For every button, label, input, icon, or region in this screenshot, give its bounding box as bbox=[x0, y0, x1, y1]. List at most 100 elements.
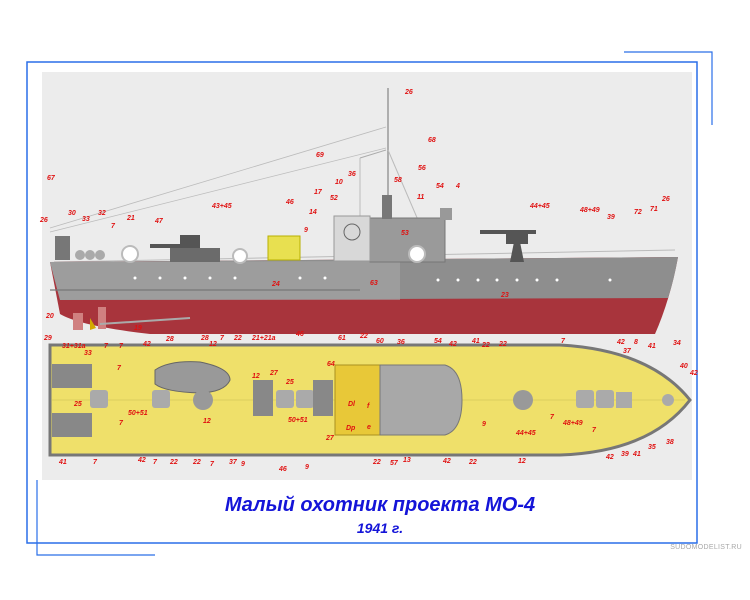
side-view-callout-label: 72 bbox=[634, 209, 642, 216]
side-view-callout-label: 63 bbox=[370, 280, 378, 287]
side-view-callout-label: 30 bbox=[68, 210, 76, 217]
plan-view-callout-label: 22 bbox=[169, 459, 178, 466]
plan-view-callout-label: 7 bbox=[210, 461, 215, 468]
side-view-callout-label: 32 bbox=[98, 210, 106, 217]
stern-rack bbox=[52, 364, 92, 388]
plan-view-callout-label: 13 bbox=[403, 457, 411, 464]
plan-view-callout-label: 46 bbox=[295, 331, 304, 338]
plan-view-callout-label: 25 bbox=[285, 379, 294, 386]
side-view-callout-label: 7 bbox=[111, 223, 116, 230]
plan-view-callout-label: 28 bbox=[200, 335, 209, 342]
side-view-callout-label: 19 bbox=[134, 325, 142, 332]
side-view-callout-label: 54 bbox=[436, 183, 444, 190]
side-view-callout-label: 71 bbox=[650, 206, 658, 213]
plan-view-callout-label: 22 bbox=[468, 459, 477, 466]
plan-view-callout-label: 12 bbox=[209, 341, 217, 348]
side-view-callout-label: 23 bbox=[500, 292, 509, 299]
plan-view-callout-label: 7 bbox=[104, 343, 109, 350]
plan-view-callout-label: 44+45 bbox=[515, 430, 536, 437]
side-view-callout-label: 33 bbox=[82, 216, 90, 223]
bridge bbox=[379, 364, 463, 436]
side-view-callout-label: 43+45 bbox=[211, 203, 232, 210]
plan-view-callout-label: 42 bbox=[137, 457, 146, 464]
side-view-callout-label: 24 bbox=[271, 281, 280, 288]
plan-view-callout-label: 60 bbox=[376, 338, 384, 345]
side-view-callout-label: 53 bbox=[401, 230, 409, 237]
side-view-callout-label: 4 bbox=[455, 183, 460, 190]
plan-view-callout-label: 50+51 bbox=[128, 410, 148, 417]
boat bbox=[154, 361, 231, 394]
plan-view-callout-label: 42 bbox=[689, 370, 698, 377]
plan-view-callout-label: 37 bbox=[623, 348, 632, 355]
plan-view-callout-label: 57 bbox=[390, 460, 399, 467]
plan-view-callout-label: 27 bbox=[325, 435, 335, 442]
plan-view-callout-label: 42 bbox=[616, 339, 625, 346]
side-view-callout-label: 47 bbox=[154, 218, 164, 225]
plan-view-callout-label: 42 bbox=[442, 458, 451, 465]
side-view-callout-label: 17 bbox=[314, 189, 323, 196]
plan-view-callout-label: 9 bbox=[482, 421, 486, 428]
side-view-callout-label: 11 bbox=[417, 194, 424, 201]
plan-view-callout-label: 22 bbox=[481, 342, 490, 349]
plan-view-callout-label: 33 bbox=[84, 350, 92, 357]
plan-view-callout-label: 27 bbox=[269, 370, 279, 377]
plan-view-callout-label: 7 bbox=[119, 343, 124, 350]
plan-view-callout-label: 42 bbox=[605, 454, 614, 461]
plan-view-callout-label: 22 bbox=[372, 459, 381, 466]
plan-view-callout-label: 25 bbox=[73, 401, 82, 408]
plan-view-callout-label: 9 bbox=[305, 464, 309, 471]
side-view-callout-label: 68 bbox=[428, 137, 436, 144]
plan-view-callout-label: 41 bbox=[647, 343, 656, 350]
side-view-callout-label: 69 bbox=[316, 152, 324, 159]
plan-view-callout-label: 37 bbox=[229, 459, 238, 466]
plan-view-callout-label: 41 bbox=[471, 338, 480, 345]
plan-view-callout-label: 22 bbox=[498, 341, 507, 348]
plan-view-callout-label: 64 bbox=[327, 361, 335, 368]
plan-view-callout-label: 34 bbox=[673, 340, 681, 347]
side-view-callout-label: 56 bbox=[418, 165, 426, 172]
plan-view-callout-label: 22 bbox=[359, 333, 368, 340]
page-title: Малый охотник проекта МО-4 bbox=[224, 494, 536, 516]
plan-view-callout-label: f bbox=[367, 403, 370, 410]
side-view-callout-label: 14 bbox=[309, 209, 317, 216]
plan-view-callout-label: 7 bbox=[117, 365, 122, 372]
plan-view-callout-label: 46 bbox=[278, 466, 287, 473]
side-view-callout-label: 48+49 bbox=[579, 207, 600, 214]
plan-view-callout-label: 12 bbox=[518, 458, 526, 465]
side-view-callout-label: 39 bbox=[607, 214, 615, 221]
side-view-callout-label: 10 bbox=[335, 179, 343, 186]
side-view-callout-label: 58 bbox=[394, 177, 402, 184]
plan-view-callout-label: 41 bbox=[58, 459, 67, 466]
plan-view-callout-label: 9 bbox=[241, 461, 245, 468]
plan-view-callout-label: 7 bbox=[592, 427, 597, 434]
plan-view-callout-label: 7 bbox=[153, 459, 158, 466]
plan-view-callout-label: 12 bbox=[252, 373, 260, 380]
side-view-callout-label: 36 bbox=[348, 171, 356, 178]
plan-view-callout-label: 38 bbox=[666, 439, 674, 446]
side-view-callout-label: 26 bbox=[39, 217, 48, 224]
plan-view-callout-label: 42 bbox=[448, 341, 457, 348]
frame bbox=[26, 51, 713, 556]
wheelhouse bbox=[369, 217, 446, 263]
plan-view-callout-label: 22 bbox=[192, 459, 201, 466]
plan-view-callout-label: 29 bbox=[43, 335, 52, 342]
plan-view-callout-label: 41 bbox=[632, 451, 641, 458]
side-view-callout-label: 20 bbox=[45, 313, 54, 320]
plan-view-callout-label: 40 bbox=[679, 363, 688, 370]
plan-view-callout-label: e bbox=[367, 424, 371, 431]
plan-view-callout-label: 61 bbox=[338, 335, 346, 342]
plan-view-callout-label: 12 bbox=[203, 418, 211, 425]
plan-view-callout-label: 36 bbox=[397, 339, 405, 346]
side-view-callout-label: 52 bbox=[330, 195, 338, 202]
plan-view-callout-label: 31+31a bbox=[62, 343, 86, 350]
side-view-callout-label: 26 bbox=[661, 196, 670, 203]
side-view bbox=[49, 88, 678, 334]
plan-view-callout-label: 22 bbox=[233, 335, 242, 342]
plan-view-callout-label: 7 bbox=[93, 459, 98, 466]
plan-view bbox=[48, 343, 692, 457]
side-view-callout-label: 44+45 bbox=[529, 203, 550, 210]
side-view-callout-label: 67 bbox=[47, 175, 56, 182]
side-view-callout-label: 46 bbox=[285, 199, 294, 206]
page-subtitle: 1941 г. bbox=[356, 520, 404, 536]
